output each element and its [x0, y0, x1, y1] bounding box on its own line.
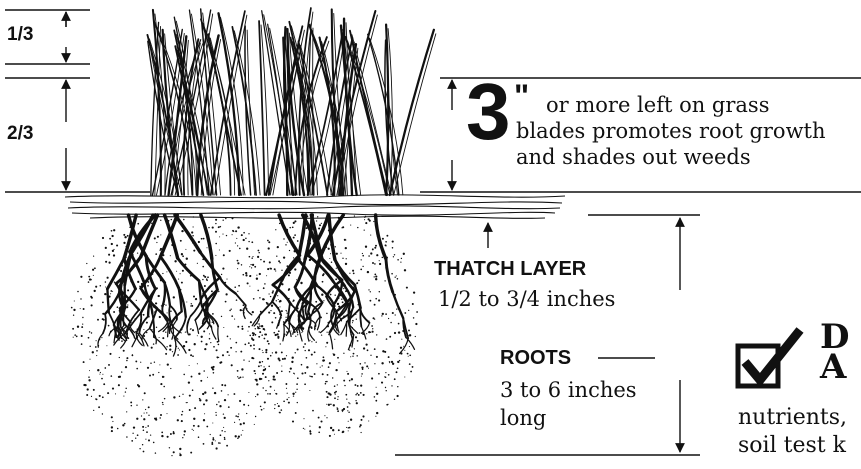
thatch-title: THATCH LAYER — [434, 258, 586, 281]
roots-line-2: long — [500, 406, 546, 430]
thatch-layer-drawing — [65, 195, 565, 219]
cut-body-line-2: soil test k — [738, 433, 846, 458]
height-text-line-2: blades promotes root growth — [516, 119, 826, 143]
one-third-label: 1/3 — [7, 24, 33, 46]
height-text-line-1: or more left on grass — [546, 93, 769, 117]
roots-line-1: 3 to 6 inches — [500, 378, 637, 402]
cut-body-line-1: nutrients, — [738, 405, 847, 430]
height-text-line-3: and shades out weeds — [516, 145, 751, 169]
thatch-value: 1/2 to 3/4 inches — [438, 287, 615, 311]
height-big-number: 3 — [466, 72, 511, 152]
grass-blades — [147, 8, 435, 195]
checked-box-icon — [738, 330, 800, 386]
cut-heading-line-2: A — [820, 350, 846, 384]
two-thirds-label: 2/3 — [7, 123, 33, 145]
height-inch-mark: " — [514, 80, 529, 112]
roots-title: ROOTS — [500, 347, 571, 370]
